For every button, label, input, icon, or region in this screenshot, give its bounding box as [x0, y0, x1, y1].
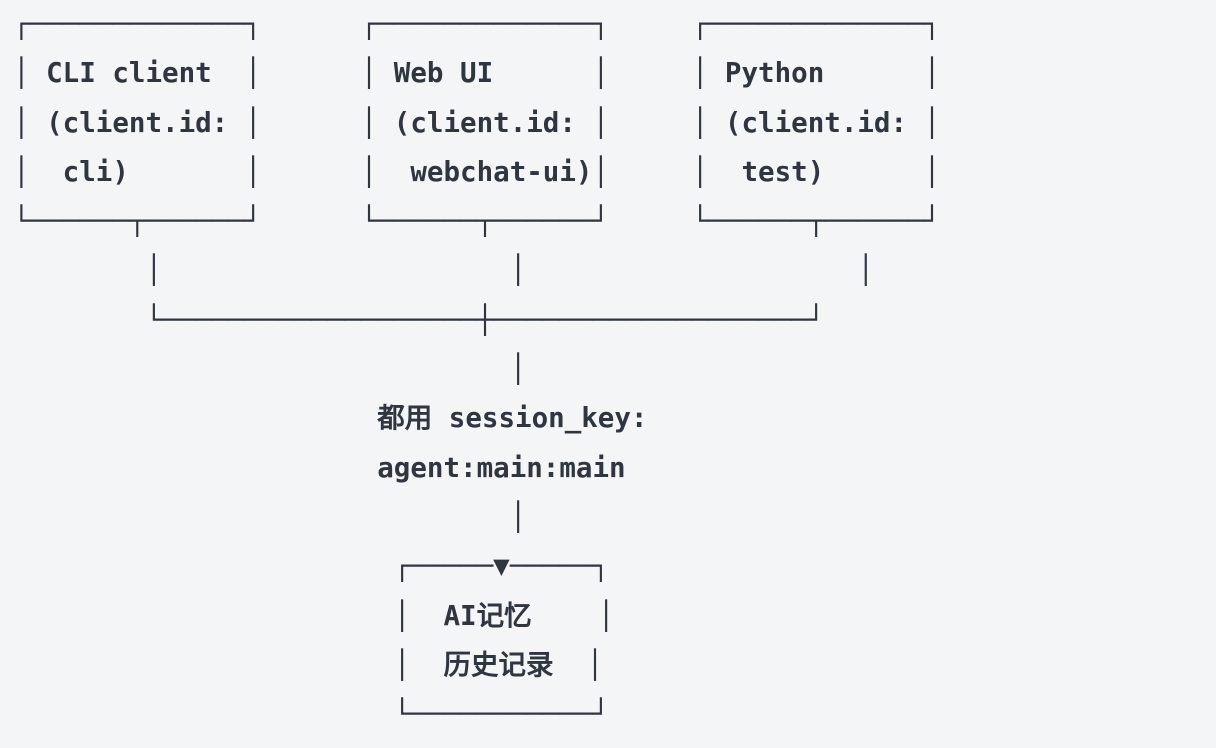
ascii-architecture-diagram: ┌─────────────┐ ┌─────────────┐ ┌───────… — [13, 8, 941, 731]
diagram-canvas: ┌─────────────┐ ┌─────────────┐ ┌───────… — [13, 8, 941, 731]
